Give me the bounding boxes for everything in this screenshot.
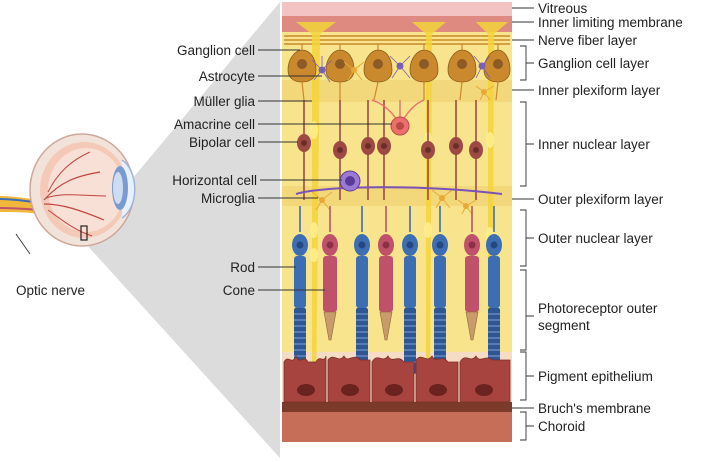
horizontal-cell (295, 170, 503, 195)
label-inner-nuclear-layer: Inner nuclear layer (538, 137, 650, 152)
label-amacrine-cell: Amacrine cell (174, 117, 255, 132)
label-choroid: Choroid (538, 419, 585, 434)
magnification-wedge (86, 2, 280, 458)
label-outer-plexiform-layer: Outer plexiform layer (538, 192, 664, 207)
right-layer-brackets (512, 7, 534, 441)
label-ganglion-cell: Ganglion cell (177, 43, 255, 58)
pigment-epithelium-cells (283, 354, 511, 403)
label-outer-nuclear-layer: Outer nuclear layer (538, 231, 653, 246)
label-microglia: Microglia (201, 191, 256, 206)
label-horizontal-cell: Horizontal cell (172, 173, 257, 188)
retina-zoom-box (80, 225, 88, 241)
label-nerve-fiber-layer: Nerve fiber layer (538, 33, 638, 48)
cone-cells (322, 206, 480, 341)
ganglion-axons (301, 44, 499, 101)
left-leader-lines (15, 49, 392, 291)
astrocyte-bodies (318, 62, 486, 74)
astrocytes (311, 55, 491, 83)
ganglion-nuclei (297, 59, 503, 69)
microglia-bodies (319, 67, 487, 209)
label-astrocyte: Astrocyte (199, 69, 255, 84)
label-bipolar-cell: Bipolar cell (189, 135, 255, 150)
inner-limiting-membrane-layer (282, 16, 512, 32)
bipolar-cells (297, 100, 483, 200)
label-photoreceptor-outer-segment-2: segment (538, 318, 590, 333)
eyeball-illustration (0, 133, 136, 247)
label-muller-glia: Müller glia (193, 94, 255, 109)
label-pigment-epithelium: Pigment epithelium (538, 369, 653, 384)
label-photoreceptor-outer-segment-1: Photoreceptor outer (538, 301, 658, 316)
label-vitreous: Vitreous (538, 1, 588, 16)
label-cone: Cone (223, 283, 255, 298)
microglia-cells (311, 61, 495, 215)
right-labels: Vitreous Inner limiting membrane Nerve f… (538, 1, 683, 434)
label-rod: Rod (230, 260, 255, 275)
vitreous-layer (282, 2, 512, 16)
nerve-fibers (284, 35, 510, 45)
label-inner-limiting-membrane: Inner limiting membrane (538, 15, 683, 30)
lens (113, 172, 123, 204)
label-optic-nerve: Optic nerve (16, 283, 85, 298)
label-bruchs-membrane: Bruch's membrane (538, 401, 651, 416)
choroid-layer (282, 412, 512, 442)
left-labels: Ganglion cell Astrocyte Müller glia Amac… (16, 43, 257, 298)
bruchs-membrane-layer (282, 402, 512, 412)
amacrine-cell (371, 99, 425, 136)
label-inner-plexiform-layer: Inner plexiform layer (538, 83, 661, 98)
pigment-epithelium-nuclei (297, 384, 493, 396)
retina-block (282, 2, 512, 442)
rod-cells (292, 206, 502, 374)
label-ganglion-cell-layer: Ganglion cell layer (538, 56, 650, 71)
